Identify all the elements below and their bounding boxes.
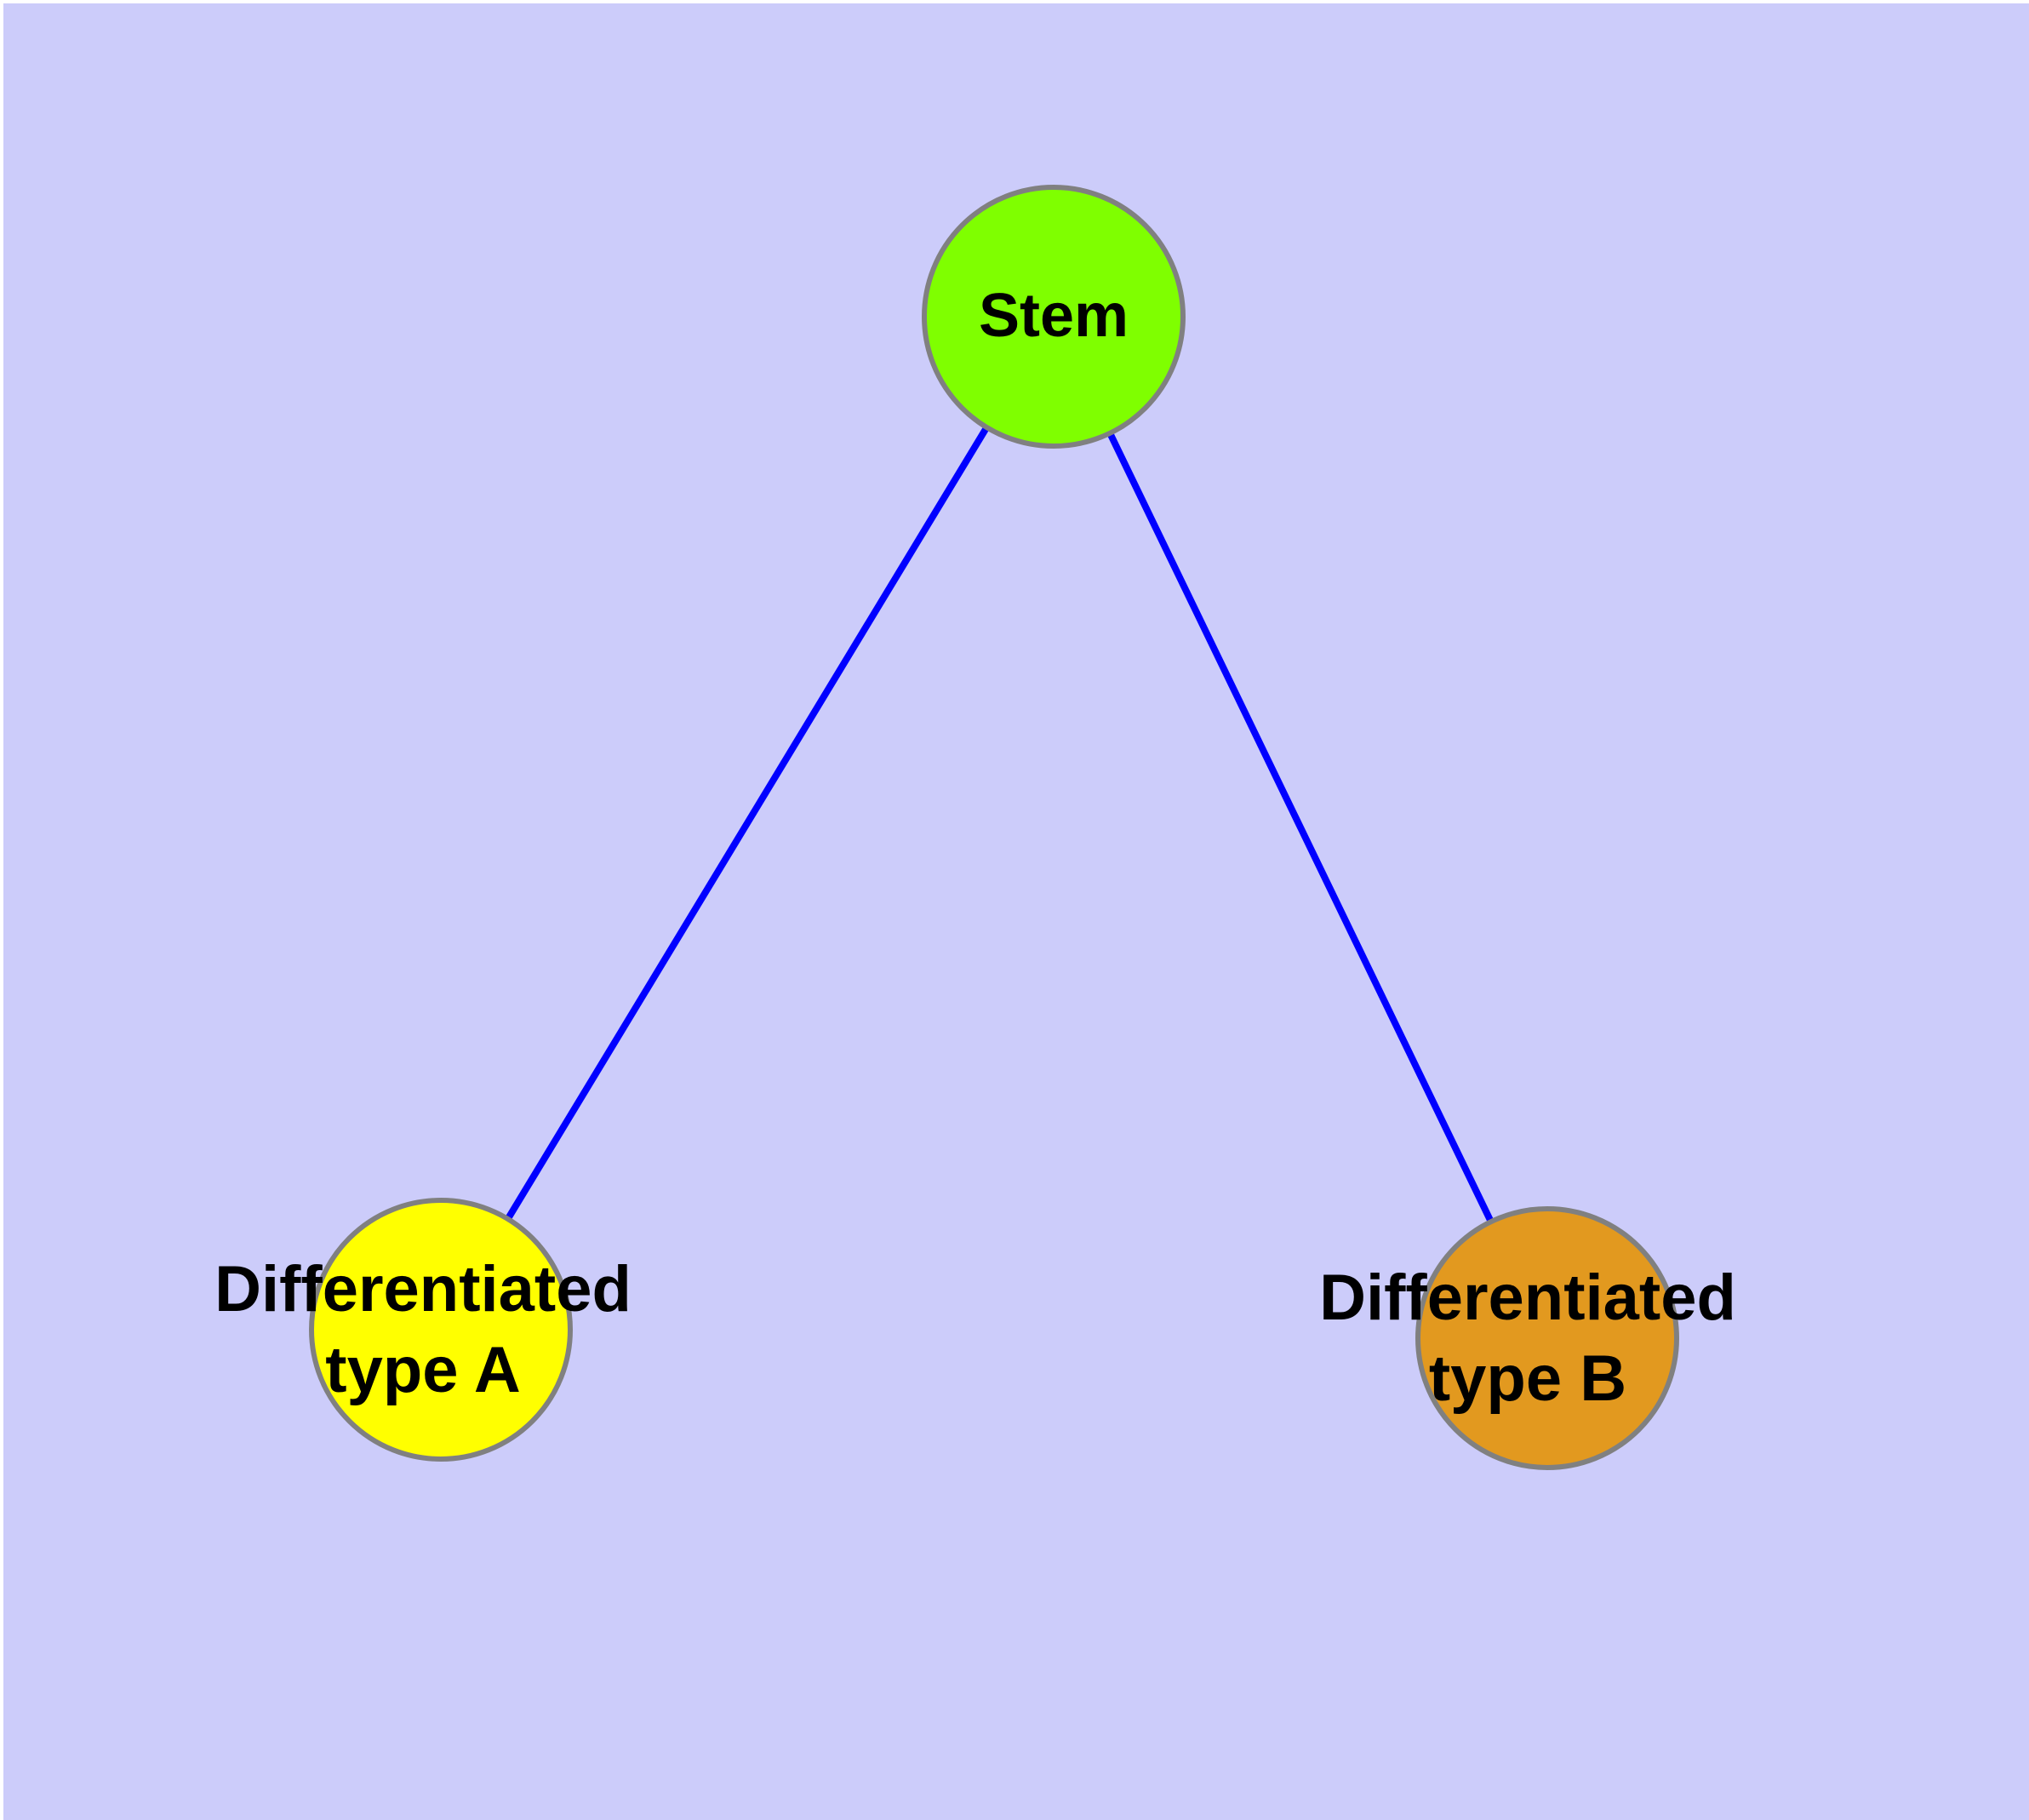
node-stem[interactable] [922,185,1186,449]
label-layer: Stem Differentiated type A Differentiate… [214,282,1736,1415]
node-diff-b-label-line1: Differentiated [1319,1262,1736,1334]
node-layer [309,185,1679,1470]
node-diff-b-circle[interactable] [1415,1206,1679,1470]
node-diff-a-label-line1: Differentiated [214,1253,632,1325]
edge-layer [437,314,1551,1340]
node-stem-label: Stem [979,282,1129,350]
node-diff-a[interactable] [309,1198,573,1462]
node-diff-b[interactable] [1415,1206,1679,1470]
node-diff-a-label-line2: type A [325,1334,520,1406]
node-stem-circle[interactable] [922,185,1186,449]
edge-stem-diff-b[interactable] [1050,315,1551,1340]
node-diff-a-circle[interactable] [309,1198,573,1462]
edge-stem-diff-a[interactable] [437,314,1057,1332]
node-diff-b-label-line2: type B [1429,1342,1626,1415]
